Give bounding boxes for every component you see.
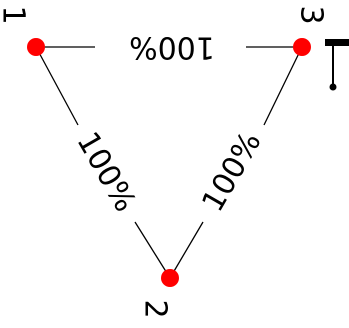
- edge-1-2-segment-bottom: [134, 221, 171, 279]
- edge-label-2-3: 100%: [195, 126, 268, 218]
- node-label-1: 1: [0, 5, 31, 24]
- edge-2-3-segment-bottom: [169, 221, 204, 279]
- switch-symbol-icon: [325, 39, 349, 91]
- edge-2-3-segment-top: [263, 46, 303, 126]
- edge-label-1-3: 100%: [129, 30, 215, 65]
- edge-1-2-segment-top: [35, 46, 79, 126]
- node-2: [161, 269, 179, 287]
- node-3: [293, 38, 311, 56]
- node-1: [27, 38, 45, 56]
- node-label-3: 3: [294, 5, 329, 24]
- edge-label-1-2: 100%: [69, 126, 142, 218]
- node-label-2: 2: [138, 299, 173, 318]
